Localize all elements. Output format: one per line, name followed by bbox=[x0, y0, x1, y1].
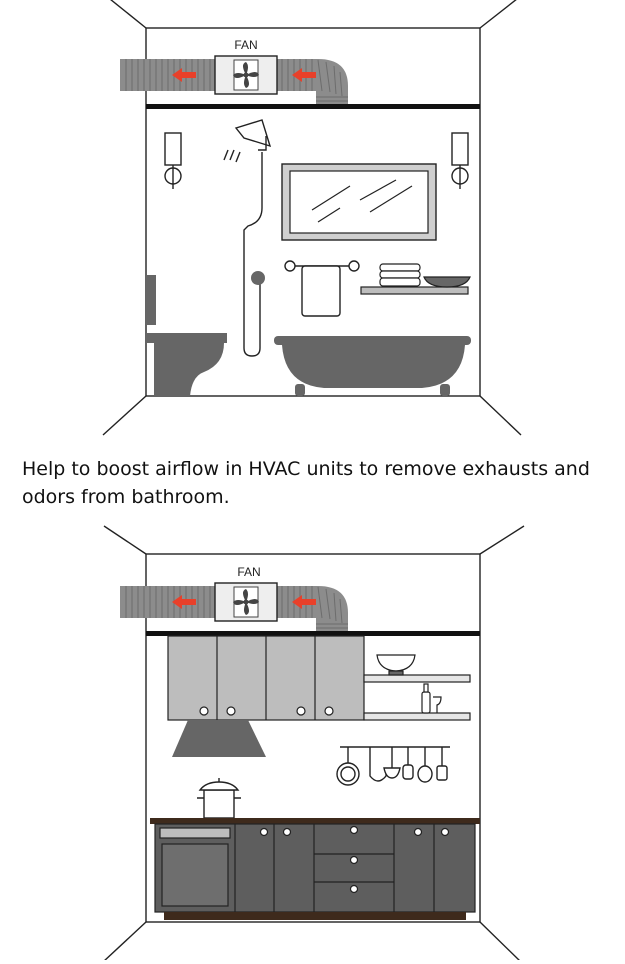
wall-sconce-left bbox=[164, 132, 182, 189]
bathroom-illustration: FAN bbox=[0, 0, 625, 440]
towel-bar bbox=[284, 260, 360, 317]
airflow-arrow-icon bbox=[172, 595, 316, 609]
toilet bbox=[146, 275, 227, 396]
duct-fan-assembly: FAN bbox=[120, 38, 348, 104]
bathroom-svg: FAN bbox=[102, 0, 522, 436]
bathtub bbox=[274, 336, 471, 396]
room-outline bbox=[102, 0, 522, 436]
duct-icon bbox=[120, 586, 348, 631]
fan-icon bbox=[233, 62, 259, 88]
fan-icon bbox=[233, 589, 259, 615]
fan-label: FAN bbox=[234, 38, 257, 52]
range-hood bbox=[172, 720, 266, 757]
ceiling-beam bbox=[146, 104, 480, 109]
shower bbox=[223, 119, 272, 357]
airflow-arrow-icon bbox=[172, 68, 316, 82]
kitchen-svg: FAN bbox=[102, 525, 525, 963]
mirror bbox=[281, 163, 437, 241]
open-shelves bbox=[363, 654, 471, 721]
room-outline bbox=[102, 525, 525, 963]
cabinet-plinth bbox=[164, 912, 466, 920]
countertop bbox=[150, 818, 480, 824]
duct-icon bbox=[120, 59, 348, 104]
caption-text: Help to boost airflow in HVAC units to r… bbox=[22, 458, 590, 508]
cooking-pot bbox=[197, 778, 241, 819]
wall-sconce-right bbox=[451, 132, 469, 189]
utensil-rack bbox=[336, 746, 450, 786]
fan-label: FAN bbox=[237, 565, 260, 579]
upper-cabinets bbox=[167, 635, 365, 721]
bath-shelf bbox=[360, 263, 471, 295]
duct-fan-assembly: FAN bbox=[120, 565, 348, 631]
base-cabinets bbox=[154, 823, 476, 913]
ceiling-beam bbox=[146, 631, 480, 636]
kitchen-illustration: FAN bbox=[0, 520, 625, 963]
